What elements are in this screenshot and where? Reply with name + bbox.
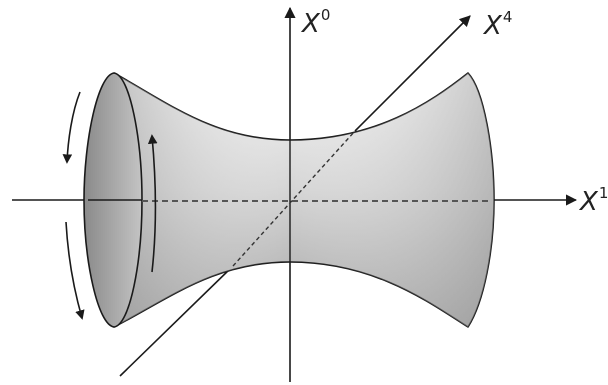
x0-axis-label: X0 — [302, 6, 331, 39]
rotation-arrow-icon — [147, 134, 158, 273]
x1-label-base: X — [580, 187, 598, 217]
x1-axis-label: X1 — [580, 184, 608, 217]
x1-label-superscript: 1 — [598, 184, 608, 202]
x4-axis-inside — [232, 130, 356, 267]
x4-label-superscript: 4 — [502, 8, 513, 26]
x0-label-base: X — [302, 9, 320, 39]
x4-label-base: X — [484, 11, 502, 41]
x4-axis-lower — [119, 265, 234, 377]
rotation-arrow-icon — [62, 91, 81, 164]
rotation-arrow-icon — [65, 221, 85, 320]
x4-axis-label: X4 — [484, 8, 513, 41]
x4-axis-upper — [354, 15, 471, 132]
x0-label-superscript: 0 — [320, 6, 331, 24]
